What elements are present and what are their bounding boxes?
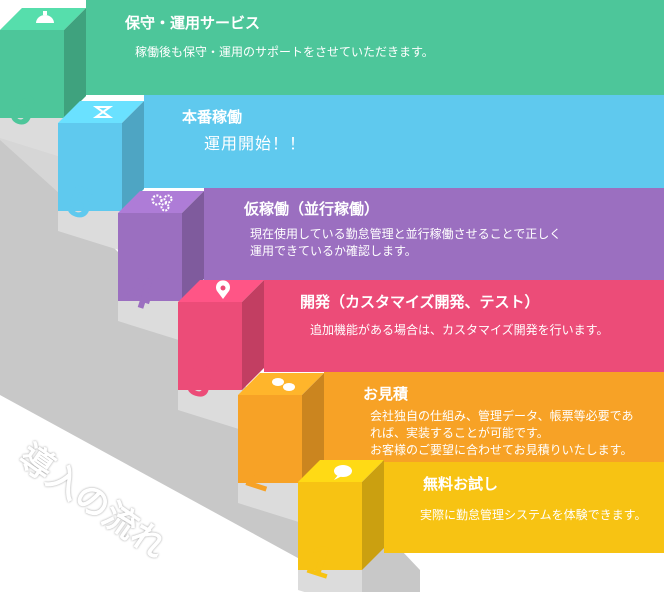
speech-bubbles-icon xyxy=(272,378,295,391)
step-4-title: 仮稼働（並行稼働） xyxy=(244,200,380,218)
step-2-cube-front xyxy=(238,395,302,483)
hourglass-icon xyxy=(92,106,114,118)
step-4-riser xyxy=(118,301,182,341)
step-3-desc: 追加機能がある場合は、カスタマイズ開発を行います。 xyxy=(310,323,609,337)
step-4-band xyxy=(204,188,664,280)
step-1-desc: 実際に勤怠管理システムを体験できます。 xyxy=(420,508,647,522)
step-4-cube-front xyxy=(118,213,182,301)
step-5-cube-side xyxy=(122,101,144,211)
step-1-riser xyxy=(298,570,362,592)
step-4-cube-side xyxy=(182,191,204,301)
step-3-cube-side xyxy=(242,280,264,390)
step-5-riser xyxy=(58,211,122,251)
step-2-desc: 会社独自の仕組み、管理データ、帳票等必要であ れば、実装することが可能です。 お… xyxy=(370,409,634,457)
step-6-riser xyxy=(0,118,64,158)
stair-wall xyxy=(0,30,420,592)
step-6-cube-front xyxy=(0,30,64,118)
step-3-riser xyxy=(178,390,242,430)
step-1-cube-front xyxy=(298,482,362,570)
step-2-title: お見積 xyxy=(363,385,409,403)
step-1-title: 無料お試し xyxy=(423,475,499,493)
step-6-title: 保守・運用サービス xyxy=(125,14,261,32)
step-2-riser xyxy=(238,483,302,523)
step-5-title: 本番稼働 xyxy=(182,108,243,126)
location-pin-icon xyxy=(215,280,230,299)
chat-bubble-icon xyxy=(334,465,352,480)
step-3-band xyxy=(264,280,664,372)
step-5-cube-top xyxy=(58,101,144,123)
step-2-cube-side xyxy=(302,373,324,483)
step-6-band xyxy=(86,0,664,95)
step-6-cube-side xyxy=(64,8,86,118)
support-icon xyxy=(36,11,54,23)
step-5-cube-front xyxy=(58,123,122,211)
step-2-band xyxy=(324,372,664,462)
step-4-desc: 現在使用している勤怠管理と並行稼働させることで正しく 運用できているか確認します… xyxy=(250,227,562,258)
step-1-band xyxy=(384,462,664,553)
step-3-title: 開発（カスタマイズ開発、テスト） xyxy=(300,293,540,311)
step-3-cube-front xyxy=(178,302,242,390)
step-5-band xyxy=(144,95,664,188)
step-6-desc: 稼働後も保守・運用のサポートをさせていただきます。 xyxy=(135,45,434,59)
gears-icon xyxy=(151,194,173,212)
step-4-cube-top xyxy=(118,191,204,213)
step-5-desc: 運用開始！！ xyxy=(204,134,307,153)
step-1-cube-side xyxy=(362,460,384,570)
